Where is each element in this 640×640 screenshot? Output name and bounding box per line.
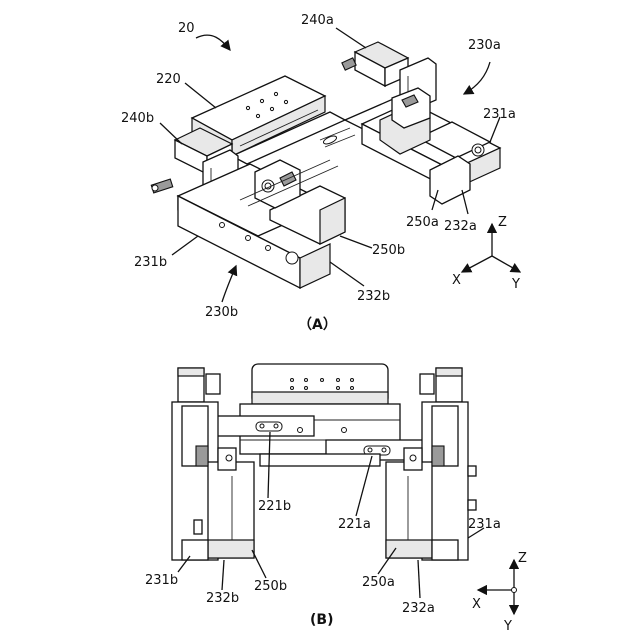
- label-232b: 232b: [357, 289, 390, 304]
- label-250b: 250b: [372, 243, 405, 258]
- label-221b: 221b: [258, 499, 291, 514]
- label-230a: 230a: [468, 38, 501, 53]
- label-220: 220: [156, 72, 181, 87]
- panel-b-drawing: [172, 364, 517, 614]
- label-231a: 231a: [483, 107, 516, 122]
- axis-b-z: Z: [518, 551, 527, 566]
- axis-a-y: Y: [511, 277, 520, 292]
- axis-b-y: Y: [503, 619, 512, 634]
- axis-b-x: X: [472, 597, 481, 612]
- axis-a-x: X: [452, 273, 461, 288]
- label-250a-b: 250a: [362, 575, 395, 590]
- label-232b-b: 232b: [206, 591, 239, 606]
- label-250b-b: 250b: [254, 579, 287, 594]
- label-240b: 240b: [121, 111, 154, 126]
- label-232a-b: 232a: [402, 601, 435, 616]
- axes-b: [478, 560, 517, 614]
- label-250a: 250a: [406, 215, 439, 230]
- label-221a: 221a: [338, 517, 371, 532]
- unit-230a-drawing: [320, 88, 500, 204]
- label-231b-b: 231b: [145, 573, 178, 588]
- label-240a: 240a: [301, 13, 334, 28]
- caption-b: (B): [310, 612, 333, 628]
- axis-a-z: Z: [498, 215, 507, 230]
- caption-a: （A）: [298, 317, 337, 333]
- label-231a-b: 231a: [468, 517, 501, 532]
- label-20: 20: [178, 21, 195, 36]
- label-231b: 231b: [134, 255, 167, 270]
- panel-a-drawing: [151, 28, 520, 302]
- label-230b: 230b: [205, 305, 238, 320]
- label-232a: 232a: [444, 219, 477, 234]
